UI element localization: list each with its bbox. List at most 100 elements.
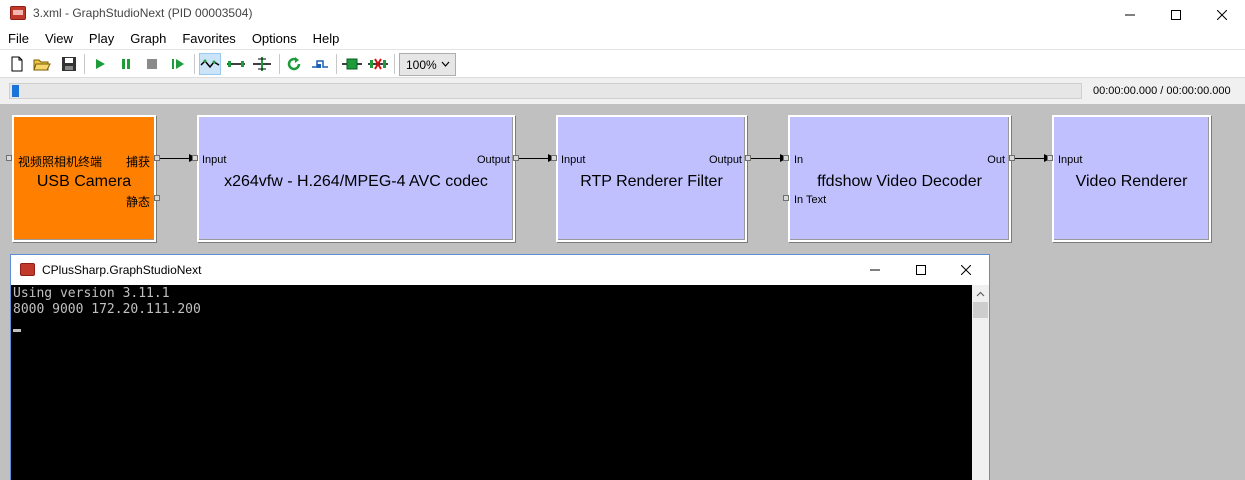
filter-ffdshow-decoder[interactable]: In In Text Out ffdshow Video Decoder — [788, 115, 1011, 242]
filter-usb-camera[interactable]: 视频照相机终端 捕获 静态 USB Camera — [12, 115, 156, 242]
output-pin-still[interactable] — [154, 195, 160, 201]
input-pin[interactable] — [783, 155, 789, 161]
menu-bar: File View Play Graph Favorites Options H… — [0, 29, 1245, 49]
maximize-button[interactable] — [1153, 0, 1199, 29]
pin-label-input: Input — [561, 154, 586, 166]
console-close-button[interactable] — [943, 255, 989, 284]
time-readout: 00:00:00.000 / 00:00:00.000 — [1093, 85, 1231, 97]
remove-connections-icon — [368, 58, 388, 70]
menu-favorites[interactable]: Favorites — [182, 31, 236, 46]
scroll-up-button[interactable] — [972, 285, 989, 302]
toolbar-separator — [279, 54, 280, 74]
input-pin-text[interactable] — [783, 195, 789, 201]
connect-mode-icon — [200, 59, 220, 69]
open-button[interactable] — [31, 53, 53, 75]
connect-mode-button[interactable] — [199, 53, 221, 75]
output-pin[interactable] — [513, 155, 519, 161]
clock-icon — [312, 60, 328, 68]
toolbar-separator — [194, 54, 195, 74]
save-button[interactable] — [58, 53, 80, 75]
pin-label-in: In — [794, 154, 804, 166]
menu-view[interactable]: View — [44, 31, 73, 46]
minimize-icon — [1125, 14, 1135, 15]
remove-connections-button[interactable] — [367, 53, 389, 75]
input-pin[interactable] — [192, 155, 198, 161]
console-minimize-button[interactable] — [852, 255, 898, 284]
close-icon — [961, 264, 971, 275]
filter-name: RTP Renderer Filter — [580, 173, 723, 190]
input-pin[interactable] — [551, 155, 557, 161]
step-forward-button[interactable] — [167, 53, 189, 75]
console-scrollbar[interactable] — [972, 285, 989, 480]
console-app-icon — [20, 263, 35, 276]
new-file-button[interactable] — [6, 53, 28, 75]
seek-thumb[interactable] — [12, 85, 19, 97]
stop-icon — [147, 59, 157, 69]
menu-graph[interactable]: Graph — [130, 31, 167, 46]
new-file-icon — [11, 56, 23, 72]
toolbar-separator — [336, 54, 337, 74]
console-output[interactable]: Using version 3.11.1 8000 9000 172.20.11… — [11, 285, 972, 480]
input-pin[interactable] — [1047, 155, 1053, 161]
title-bar: 3.xml - GraphStudioNext (PID 00003504) — [0, 0, 1245, 29]
pin-label-capture: 捕获 — [125, 155, 150, 169]
connection-line[interactable] — [160, 158, 190, 159]
input-pin[interactable] — [6, 155, 12, 161]
maximize-icon — [916, 264, 926, 275]
zoom-select[interactable]: 100% — [399, 53, 456, 76]
connection-line[interactable] — [519, 158, 549, 159]
minimize-icon — [870, 269, 880, 270]
output-pin[interactable] — [745, 155, 751, 161]
console-window[interactable]: CPlusSharp.GraphStudioNext Using version… — [10, 254, 990, 480]
minimize-button[interactable] — [1107, 0, 1153, 29]
console-maximize-button[interactable] — [898, 255, 944, 284]
connect-split-button[interactable] — [251, 53, 273, 75]
play-icon — [96, 59, 105, 69]
console-line: Using version 3.11.1 — [13, 286, 170, 301]
filter-rtp-renderer[interactable]: Input Output RTP Renderer Filter — [556, 115, 747, 242]
menu-file[interactable]: File — [8, 31, 29, 46]
zoom-value: 100% — [406, 57, 437, 72]
filter-video-renderer[interactable]: Input Video Renderer — [1052, 115, 1211, 242]
filter-name: Video Renderer — [1075, 173, 1188, 190]
output-pin-capture[interactable] — [154, 155, 160, 161]
pin-label-in-text: In Text — [794, 194, 827, 206]
pin-label-out: Out — [987, 154, 1005, 166]
pin-label-input: Input — [1058, 154, 1083, 166]
connection-line[interactable] — [1015, 158, 1045, 159]
menu-play[interactable]: Play — [88, 31, 115, 46]
filter-name: x264vfw - H.264/MPEG-4 AVC codec — [224, 173, 488, 190]
output-pin[interactable] — [1009, 155, 1015, 161]
connect-line-button[interactable] — [225, 53, 247, 75]
pause-button[interactable] — [115, 53, 137, 75]
connect-split-icon — [253, 57, 271, 71]
filter-x264vfw[interactable]: Input Output x264vfw - H.264/MPEG-4 AVC … — [197, 115, 515, 242]
filter-name: USB Camera — [36, 173, 132, 190]
refresh-icon — [287, 57, 301, 71]
play-button[interactable] — [89, 53, 111, 75]
console-line: 8000 9000 172.20.111.200 — [13, 302, 201, 317]
chevron-up-icon — [976, 291, 985, 296]
filter-chain-button[interactable] — [341, 53, 363, 75]
seek-bar: 00:00:00.000 / 00:00:00.000 — [0, 77, 1245, 104]
pause-icon — [122, 59, 130, 69]
clock-button[interactable] — [309, 53, 331, 75]
device-label: 视频照相机终端 — [18, 155, 103, 169]
console-title-bar: CPlusSharp.GraphStudioNext — [11, 255, 989, 285]
scroll-thumb[interactable] — [973, 302, 988, 318]
stop-button[interactable] — [141, 53, 163, 75]
menu-options[interactable]: Options — [251, 31, 297, 46]
pin-label-input: Input — [202, 154, 227, 166]
pin-label-output: Output — [476, 154, 510, 166]
app-icon — [10, 6, 26, 20]
seek-track[interactable] — [9, 83, 1082, 99]
open-folder-icon — [33, 59, 51, 71]
menu-help[interactable]: Help — [312, 31, 340, 46]
filter-name: ffdshow Video Decoder — [817, 173, 982, 190]
toolbar-separator — [84, 54, 85, 74]
refresh-button[interactable] — [283, 53, 305, 75]
console-title: CPlusSharp.GraphStudioNext — [42, 263, 202, 277]
text-cursor — [13, 329, 21, 332]
connection-line[interactable] — [751, 158, 781, 159]
close-button[interactable] — [1199, 0, 1245, 29]
